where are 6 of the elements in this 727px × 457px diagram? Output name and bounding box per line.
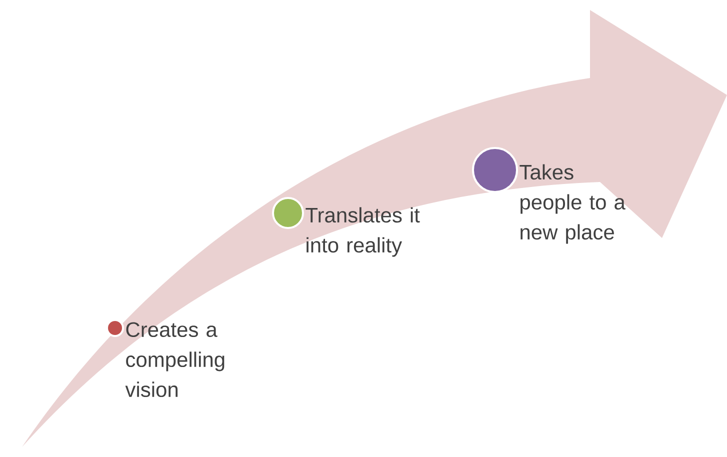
circle-marker (272, 197, 304, 229)
circle-marker (472, 147, 518, 193)
step-text: Translates it into reality (306, 207, 420, 257)
circle-marker (106, 319, 124, 337)
step-text: Takes people to a new place (520, 164, 626, 244)
step-text: Creates a compelling vision (125, 322, 224, 398)
